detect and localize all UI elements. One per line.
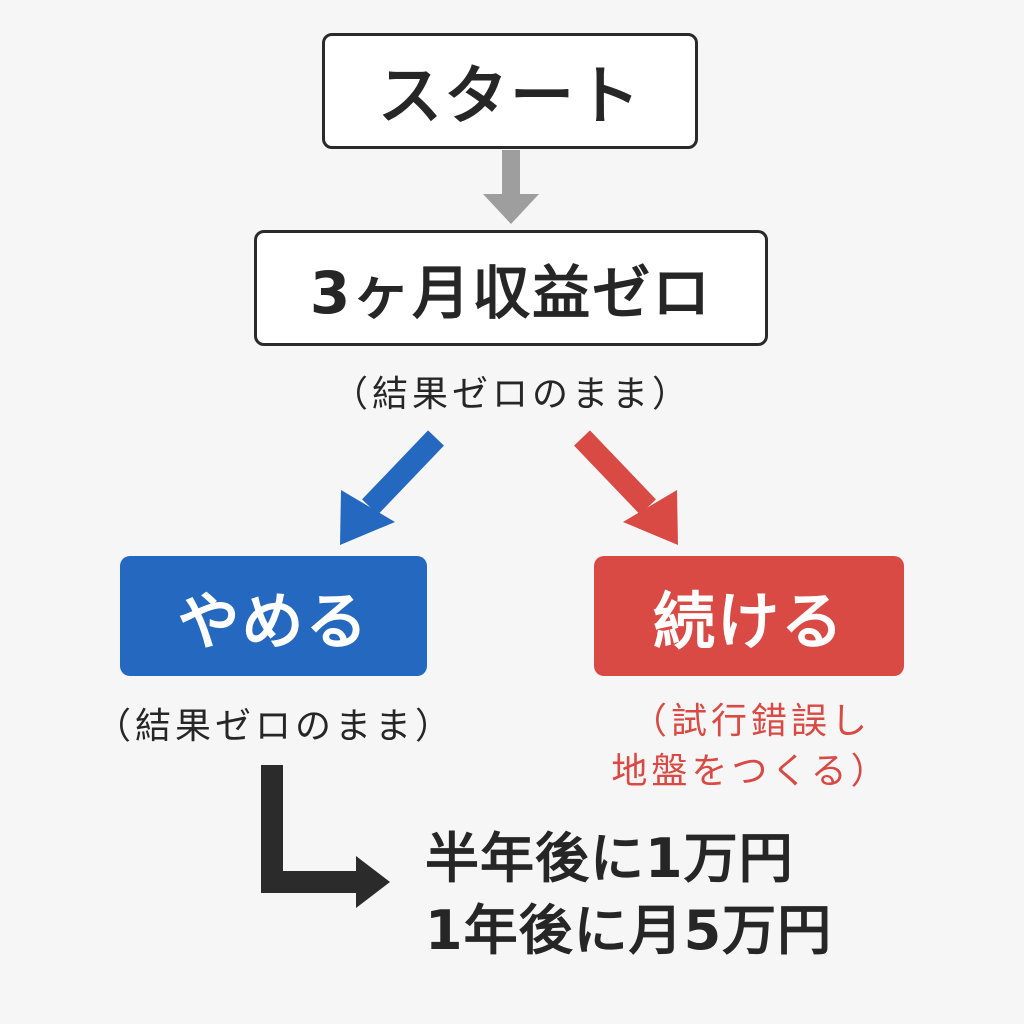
result-text: 半年後に1万円 1年後に月5万円 — [425, 827, 833, 962]
arrow-quit-to-result — [261, 765, 390, 908]
arrow-start-to-zero — [483, 150, 539, 224]
start-node: スタート — [322, 33, 698, 149]
zero-revenue-note: （結果ゼロのまま） — [331, 374, 692, 415]
continue-note: （試行錯誤し 地盤をつくる） — [611, 701, 891, 792]
quit-node: やめる — [120, 556, 427, 676]
quit-note: （結果ゼロのまま） — [94, 706, 455, 747]
arrow-to-continue — [574, 430, 678, 545]
zero-revenue-node: 3ヶ月収益ゼロ — [254, 230, 768, 346]
arrow-to-quit — [340, 430, 444, 545]
continue-node: 続ける — [594, 556, 904, 676]
